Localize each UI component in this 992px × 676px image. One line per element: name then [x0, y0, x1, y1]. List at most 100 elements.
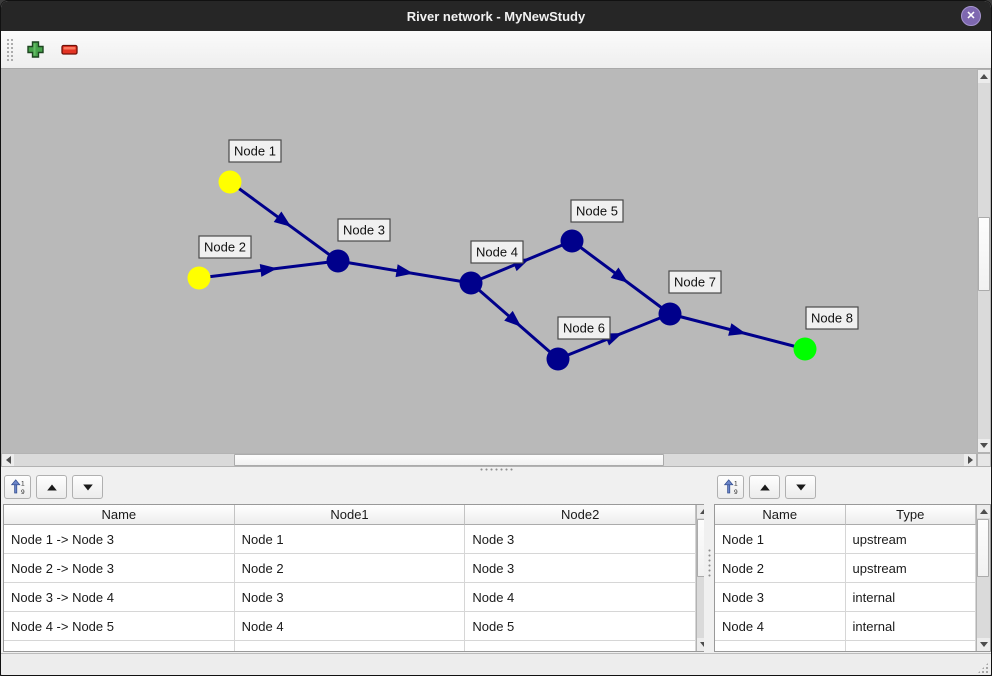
svg-text:1: 1 — [21, 480, 25, 487]
node-node-7[interactable] — [658, 302, 682, 326]
node-label-node-6[interactable]: Node 6 — [557, 316, 611, 340]
move-up-button[interactable] — [36, 475, 67, 499]
canvas-hscrollbar[interactable] — [1, 453, 977, 467]
column-header-type[interactable]: Type — [845, 505, 976, 525]
table-cell[interactable] — [715, 641, 846, 651]
node-node-3[interactable] — [326, 249, 350, 273]
column-header-node2[interactable]: Node2 — [465, 505, 697, 525]
up-arrow-icon — [759, 484, 770, 490]
node-node-6[interactable] — [546, 347, 570, 371]
table-cell[interactable]: Node 4 — [234, 612, 466, 641]
minus-icon — [60, 44, 78, 55]
canvas-vscroll-thumb[interactable] — [978, 217, 990, 291]
node-label-node-3[interactable]: Node 3 — [337, 218, 391, 242]
table-cell[interactable]: Node 2 -> Node 3 — [4, 554, 235, 583]
node-node-5[interactable] — [560, 229, 584, 253]
vertical-splitter[interactable] — [704, 472, 714, 653]
table-row[interactable] — [715, 641, 976, 651]
network-canvas-svg[interactable]: Node 1 Node 2 Node 3 Node 4 Node 5 Node 6 Node… — [1, 69, 977, 453]
scroll-right-arrow[interactable] — [964, 454, 976, 466]
table-cell[interactable]: Node 3 — [234, 583, 466, 612]
nodes-table-vscrollbar[interactable] — [976, 505, 990, 651]
scroll-left-arrow[interactable] — [2, 454, 14, 466]
add-button[interactable] — [22, 37, 48, 63]
status-bar — [1, 653, 991, 675]
table-cell[interactable]: Node 4 — [715, 612, 846, 641]
remove-button[interactable] — [56, 37, 82, 63]
svg-text:9: 9 — [21, 489, 25, 495]
move-up-button[interactable] — [749, 475, 780, 499]
node-label-node-2[interactable]: Node 2 — [198, 235, 252, 259]
plus-icon — [26, 41, 44, 58]
scroll-down-arrow[interactable] — [977, 638, 990, 651]
node-label-node-7[interactable]: Node 7 — [668, 270, 722, 294]
horizontal-splitter[interactable] — [1, 467, 991, 472]
node-node-2[interactable] — [187, 266, 211, 290]
sort-button[interactable]: 1 9 — [4, 475, 31, 499]
table-cell[interactable]: Node 1 -> Node 3 — [4, 525, 235, 554]
table-cell[interactable]: Node 1 — [234, 525, 466, 554]
node-label-node-1[interactable]: Node 1 — [228, 139, 282, 163]
move-down-button[interactable] — [785, 475, 816, 499]
sort-ascending-icon: 1 9 — [723, 479, 738, 495]
toolbar-drag-handle[interactable] — [6, 37, 14, 62]
column-header-name[interactable]: Name — [4, 505, 235, 525]
svg-text:Node 4: Node 4 — [476, 245, 518, 260]
table-cell[interactable] — [234, 641, 466, 651]
table-cell[interactable]: Node 4 — [465, 583, 697, 612]
table-cell[interactable]: Node 5 — [465, 612, 697, 641]
table-cell[interactable]: Node 3 — [465, 554, 697, 583]
table-cell[interactable]: Node 2 — [715, 554, 846, 583]
move-down-button[interactable] — [72, 475, 103, 499]
table-cell[interactable]: Node 2 — [234, 554, 466, 583]
table-cell[interactable]: internal — [845, 583, 976, 612]
node-node-4[interactable] — [459, 271, 483, 295]
svg-text:Node 2: Node 2 — [204, 240, 246, 255]
main-toolbar — [1, 31, 991, 69]
canvas-vscrollbar[interactable] — [977, 69, 991, 453]
scroll-down-arrow[interactable] — [978, 439, 990, 452]
column-header-name[interactable]: Name — [715, 505, 846, 525]
table-cell[interactable]: Node 3 — [465, 525, 697, 554]
edge-arrow-icon — [273, 211, 292, 227]
scroll-up-arrow[interactable] — [978, 70, 990, 83]
table-cell[interactable] — [845, 641, 976, 651]
column-header-node1[interactable]: Node1 — [234, 505, 466, 525]
node-node-1[interactable] — [218, 170, 242, 194]
table-cell[interactable] — [465, 641, 697, 651]
sort-button[interactable]: 1 9 — [717, 475, 744, 499]
title-bar[interactable]: River network - MyNewStudy ✕ — [1, 1, 991, 31]
node-label-node-8[interactable]: Node 8 — [805, 306, 859, 330]
node-label-node-4[interactable]: Node 4 — [470, 240, 524, 264]
scroll-up-arrow[interactable] — [977, 505, 990, 518]
node-node-8[interactable] — [793, 337, 817, 361]
table-cell[interactable]: Node 3 -> Node 4 — [4, 583, 235, 612]
table-row[interactable] — [4, 641, 697, 651]
canvas-hscroll-thumb[interactable] — [234, 454, 664, 466]
table-cell[interactable] — [4, 641, 235, 651]
close-button[interactable]: ✕ — [961, 6, 981, 26]
table-cell[interactable]: upstream — [845, 525, 976, 554]
edge-arrow-icon — [728, 323, 747, 336]
node-label-node-5[interactable]: Node 5 — [570, 199, 624, 223]
table-cell[interactable]: Node 4 -> Node 5 — [4, 612, 235, 641]
table-cell[interactable]: Node 1 — [715, 525, 846, 554]
table-cell[interactable]: upstream — [845, 554, 976, 583]
splitter-dots — [479, 468, 513, 471]
table-cell[interactable]: Node 3 — [715, 583, 846, 612]
table-cell[interactable]: internal — [845, 612, 976, 641]
network-canvas[interactable]: Node 1 Node 2 Node 3 Node 4 Node 5 Node 6 Node… — [1, 69, 991, 467]
nodes-scroll-thumb[interactable] — [977, 519, 989, 577]
resize-grip[interactable] — [977, 662, 989, 674]
